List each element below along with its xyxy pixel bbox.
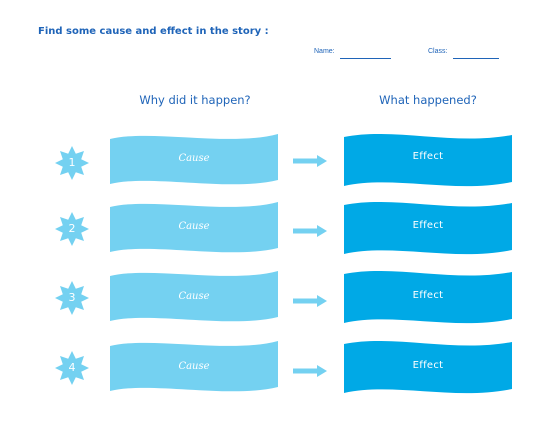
effect-banner[interactable]: Effect (344, 200, 512, 256)
right-arrow-icon (293, 152, 327, 167)
name-label: Name: (314, 48, 335, 55)
star-icon (55, 146, 89, 180)
star-icon (55, 212, 89, 246)
cause-effect-row-4: 4 Cause Effect (0, 334, 550, 404)
star-number-badge: 3 (55, 281, 89, 315)
cause-column-heading: Why did it happen? (139, 93, 251, 107)
star-icon (55, 351, 89, 385)
star-number-badge: 4 (55, 351, 89, 385)
row-number: 1 (68, 156, 76, 169)
class-label: Class: (428, 48, 448, 55)
effect-label: Effect (412, 360, 444, 371)
effect-label: Effect (412, 290, 444, 301)
cause-label: Cause (178, 291, 210, 302)
cause-banner[interactable]: Cause (110, 200, 278, 256)
cause-banner[interactable]: Cause (110, 132, 278, 188)
effect-label: Effect (412, 151, 444, 162)
cause-banner[interactable]: Cause (110, 269, 278, 325)
effect-banner[interactable]: Effect (344, 339, 512, 395)
effect-column-heading: What happened? (379, 93, 477, 107)
cause-effect-row-3: 3 Cause Effect (0, 265, 550, 335)
right-arrow-icon (293, 362, 327, 377)
star-number-badge: 1 (55, 146, 89, 180)
worksheet-title: Find some cause and effect in the story … (38, 26, 269, 37)
name-field-line[interactable] (340, 58, 391, 59)
cause-effect-row-2: 2 Cause Effect (0, 196, 550, 266)
row-number: 4 (68, 361, 76, 374)
cause-effect-row-1: 1 Cause Effect (0, 127, 550, 197)
class-field-line[interactable] (453, 58, 499, 59)
cause-label: Cause (178, 361, 210, 372)
star-number-badge: 2 (55, 212, 89, 246)
cause-label: Cause (178, 153, 210, 164)
effect-banner[interactable]: Effect (344, 269, 512, 325)
right-arrow-icon (293, 222, 327, 237)
row-number: 2 (68, 222, 76, 235)
right-arrow-icon (293, 292, 327, 307)
row-number: 3 (68, 291, 76, 304)
cause-banner[interactable]: Cause (110, 339, 278, 395)
cause-label: Cause (178, 221, 210, 232)
star-icon (55, 281, 89, 315)
effect-banner[interactable]: Effect (344, 132, 512, 188)
effect-label: Effect (412, 220, 444, 231)
